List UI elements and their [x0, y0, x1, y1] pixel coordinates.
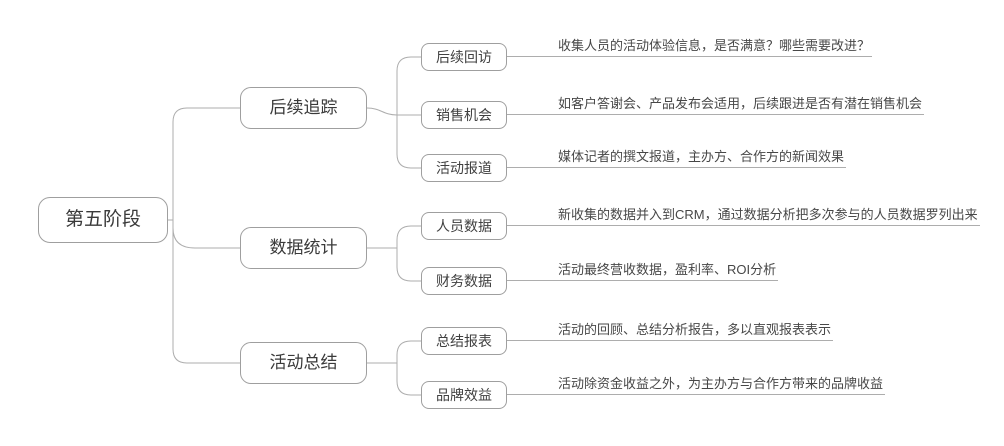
- branch-node-follow-up-tracking[interactable]: 后续追踪: [240, 87, 367, 129]
- desc-summary-report[interactable]: 活动的回顾、总结分析报告，多以直观报表表示: [507, 322, 834, 341]
- root-node-stage-five[interactable]: 第五阶段: [38, 197, 168, 243]
- connector-branch3-leaf2: [396, 363, 421, 396]
- leaf-node-follow-up-visit[interactable]: 后续回访: [421, 43, 507, 71]
- connector-root-branch2: [172, 220, 240, 249]
- desc-event-coverage[interactable]: 媒体记者的撰文报道，主办方、合作方的新闻效果: [507, 149, 847, 168]
- leaf-node-personnel-data[interactable]: 人员数据: [421, 212, 507, 240]
- leaf-node-financial-data[interactable]: 财务数据: [421, 267, 507, 295]
- leaf-node-summary-report[interactable]: 总结报表: [421, 327, 507, 355]
- desc-sales-opportunity[interactable]: 如客户答谢会、产品发布会适用，后续跟进是否有潜在销售机会: [507, 96, 925, 115]
- connector-branch1-stub: [366, 107, 398, 116]
- connector-branch1-leaf1: [396, 56, 421, 115]
- leaf-node-sales-opportunity[interactable]: 销售机会: [421, 101, 507, 129]
- connector-root-branch1: [172, 107, 240, 220]
- connector-branch2-leaf1: [396, 225, 421, 248]
- desc-personnel-data[interactable]: 新收集的数据并入到CRM，通过数据分析把多次参与的人员数据罗列出来: [507, 207, 980, 226]
- branch-node-data-statistics[interactable]: 数据统计: [240, 227, 367, 269]
- leaf-node-brand-benefit[interactable]: 品牌效益: [421, 381, 507, 409]
- desc-brand-benefit[interactable]: 活动除资金收益之外，为主办方与合作方带来的品牌收益: [507, 376, 886, 395]
- connector-branch3-leaf1: [396, 340, 421, 363]
- connector-branch1-leaf3: [396, 115, 421, 169]
- leaf-node-event-coverage[interactable]: 活动报道: [421, 154, 507, 182]
- desc-financial-data[interactable]: 活动最终营收数据，盈利率、ROI分析: [507, 262, 779, 281]
- branch-node-activity-summary[interactable]: 活动总结: [240, 342, 367, 384]
- desc-follow-up-visit[interactable]: 收集人员的活动体验信息，是否满意？哪些需要改进？: [507, 38, 873, 57]
- connector-branch2-leaf2: [396, 248, 421, 282]
- connector-root-branch3: [172, 220, 240, 364]
